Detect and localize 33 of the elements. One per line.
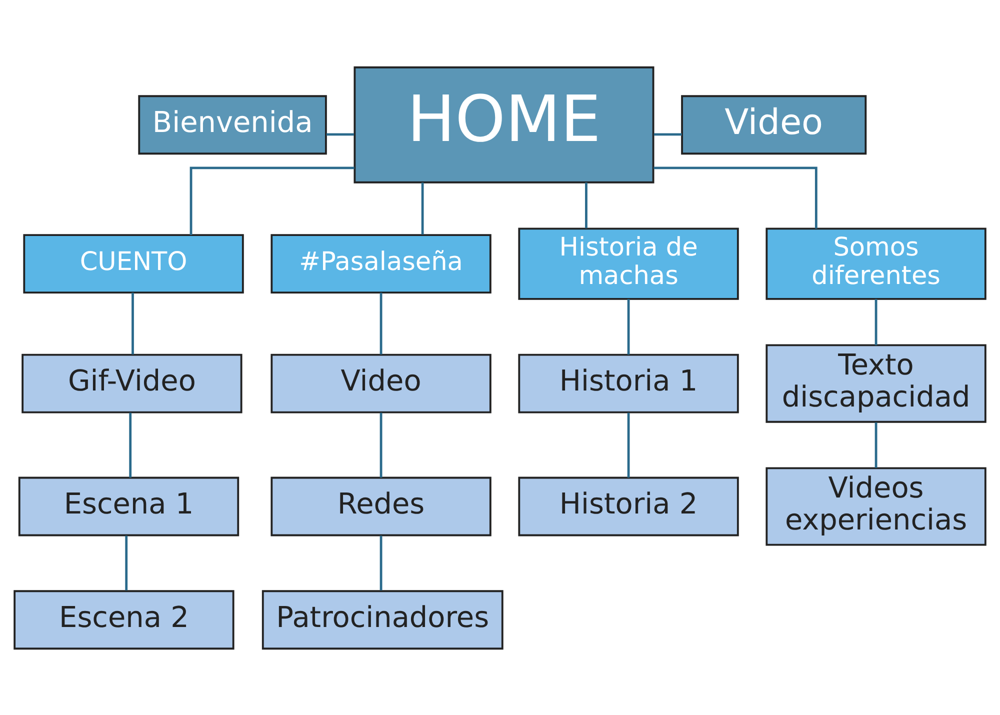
node-box: Historia 2 — [518, 476, 739, 536]
connector — [421, 182, 424, 234]
connector — [874, 422, 878, 468]
node-box: Bienvenida — [138, 94, 327, 154]
node-box: Gif-Video — [22, 353, 242, 413]
connector — [627, 412, 630, 478]
connector — [627, 298, 630, 354]
connector — [380, 292, 382, 354]
node-box: HOME — [354, 66, 654, 183]
connector — [654, 132, 682, 136]
node-box: Historia 1 — [518, 353, 739, 413]
node-box: Redes — [270, 476, 492, 536]
node-box: Escena 1 — [18, 476, 240, 536]
connector — [380, 535, 382, 590]
connector — [132, 292, 134, 354]
connector — [190, 166, 354, 235]
connector — [326, 132, 354, 136]
node-box: Somos diferentes — [766, 227, 986, 300]
node-box: Texto discapacidad — [766, 344, 986, 422]
connector — [125, 535, 128, 590]
connector — [585, 182, 588, 228]
node-box: Videos experiencias — [766, 466, 986, 546]
node-box: Video — [681, 94, 867, 154]
node-box: Escena 2 — [14, 590, 234, 650]
node-box: Video — [270, 353, 492, 413]
node-box: Patrocinadores — [262, 590, 504, 650]
connector — [874, 298, 878, 345]
node-box: #Pasalaseña — [270, 234, 492, 293]
connector — [129, 412, 132, 478]
node-box: CUENTO — [23, 234, 244, 293]
node-box: Historia de machas — [518, 227, 739, 300]
connector — [380, 412, 382, 478]
connector — [654, 166, 818, 228]
